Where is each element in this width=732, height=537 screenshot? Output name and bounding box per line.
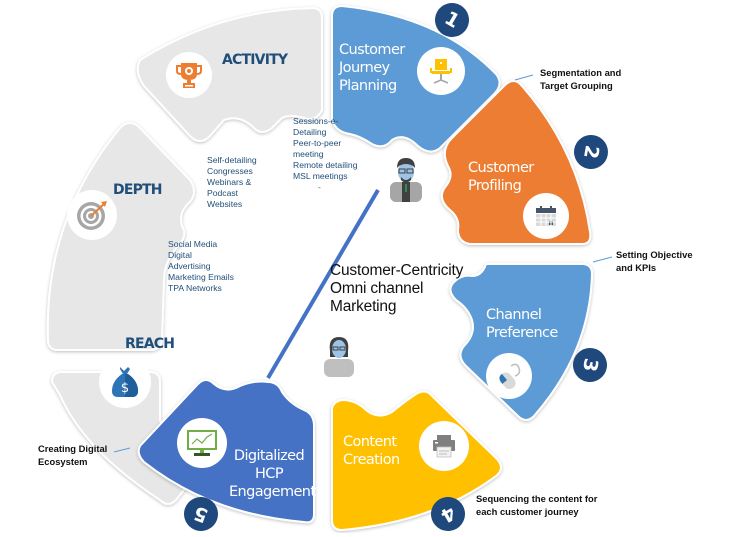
label-digitalized-hcp-engagement: Digitalized HCP Engagement (229, 447, 316, 501)
money-bag-icon-circle: $ (99, 356, 151, 408)
female-person-icon (324, 337, 354, 377)
label-activity: ACTIVITY (222, 52, 288, 68)
center-title-line: Marketing (330, 298, 397, 315)
monitor-chart-icon-circle (177, 418, 227, 468)
printer-icon-circle (419, 421, 469, 471)
label-line: Profiling (468, 178, 522, 194)
trophy-icon-circle (166, 52, 212, 98)
label-line: Journey (339, 60, 390, 76)
callout-line: Setting Objective (616, 249, 693, 260)
callout-line: Sequencing the content for (476, 493, 598, 504)
label-reach: REACH (125, 336, 175, 352)
label-line: Engagement (229, 484, 316, 500)
list-item: - (318, 182, 321, 192)
callout-sequencing: Sequencing the content for each customer… (476, 492, 597, 518)
callout-line-ecosystem (113, 447, 131, 453)
label-customer-journey-planning: Customer Journey Planning (339, 41, 405, 95)
center-title-line: Customer-Centricity (330, 262, 464, 279)
list-item: Remote detailing (293, 160, 358, 170)
callout-segmentation: Segmentation and Target Grouping (540, 66, 621, 92)
computer-mouse-icon-circle (486, 353, 532, 399)
label-line: Planning (339, 78, 397, 94)
list-item: Sessions-e- (293, 116, 339, 126)
label-depth: DEPTH (113, 182, 163, 198)
callout-line: Target Grouping (540, 80, 613, 91)
office-chair-icon (430, 59, 452, 84)
svg-text:$: $ (121, 381, 129, 396)
activity-channel-list: Sessions-e- Detailing Peer-to-peer meeti… (293, 116, 358, 193)
printer-icon (433, 435, 455, 458)
target-icon (77, 201, 107, 230)
list-item: Self-detailing (207, 155, 257, 165)
callout-line-objective (592, 256, 613, 263)
segment-channel-preference-shape[interactable] (449, 263, 594, 421)
list-item: Detailing (293, 127, 327, 137)
target-icon-circle (67, 190, 117, 240)
segment-digitalized-hcp-engagement-shape[interactable] (137, 379, 315, 524)
callout-line: Creating Digital (38, 443, 108, 454)
list-item: Websites (207, 199, 243, 209)
callout-ecosystem: Creating Digital Ecosystem (38, 442, 107, 468)
callout-line: Segmentation and (540, 67, 622, 78)
callout-line: Ecosystem (38, 456, 88, 467)
list-item: meeting (293, 149, 324, 159)
list-item: Congresses (207, 166, 253, 176)
label-line: Creation (343, 452, 400, 468)
calendar-icon-circle (523, 193, 569, 239)
depth-channel-list: Self-detailing Congresses Webinars & Pod… (207, 155, 257, 210)
monitor-chart-icon (187, 430, 217, 456)
label-line: Customer (468, 160, 534, 176)
label-line: HCP (255, 466, 284, 482)
list-item: Advertising (168, 261, 211, 271)
callout-objective: Setting Objective and KPIs (616, 248, 693, 274)
calendar-icon (536, 206, 556, 226)
segment-customer-journey-planning-shape[interactable] (331, 4, 501, 153)
label-line: Content (343, 434, 397, 450)
center-title-line: Omni channel (330, 280, 424, 297)
label-line: Digitalized (233, 448, 305, 464)
list-item: Digital (168, 250, 192, 260)
label-line: Channel (486, 307, 542, 323)
callout-line-segmentation (514, 74, 534, 81)
computer-mouse-icon (499, 363, 521, 390)
list-item: Podcast (207, 188, 239, 198)
list-item: Peer-to-peer (293, 138, 342, 148)
money-bag-icon: $ (112, 367, 138, 397)
reach-channel-list: Social Media Digital Advertising Marketi… (168, 239, 234, 294)
male-person-icon (390, 158, 422, 202)
label-line: Preference (486, 325, 558, 341)
list-item: Webinars & (207, 177, 252, 187)
office-chair-icon-circle (417, 47, 465, 95)
list-item: Marketing Emails (168, 272, 234, 282)
divider-line (266, 188, 380, 380)
trophy-icon (176, 63, 202, 88)
label-channel-preference: Channel Preference (486, 306, 558, 342)
label-line: Customer (339, 42, 405, 58)
list-item: TPA Networks (168, 283, 222, 293)
list-item: Social Media (168, 239, 218, 249)
label-customer-profiling: Customer Profiling (468, 159, 534, 195)
list-item: MSL meetings (293, 171, 348, 181)
center-title: Customer-Centricity Omni channel Marketi… (330, 262, 463, 316)
callout-line: and KPIs (616, 262, 657, 273)
segment-activity-shape[interactable] (136, 6, 323, 142)
segment-depth-shape[interactable] (46, 122, 195, 351)
label-content-creation: Content Creation (343, 433, 400, 469)
callout-line: each customer journey (476, 506, 579, 517)
